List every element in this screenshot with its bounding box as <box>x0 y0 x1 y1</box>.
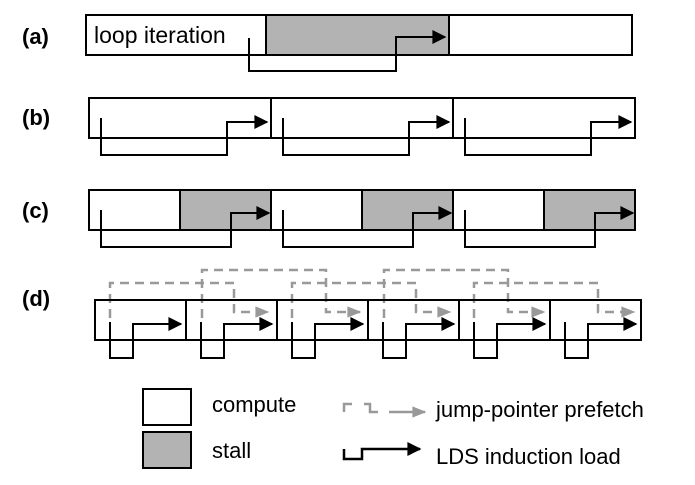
row-c-label: (c) <box>22 198 49 223</box>
row-c: (c) <box>22 189 636 248</box>
jump-pointer-prefetch-arrow-5 <box>472 281 636 318</box>
row-d-compute-block-5 <box>458 299 551 341</box>
jump-pointer-prefetch-arrow-3 <box>290 281 452 318</box>
row-c-stall-block-2 <box>361 189 454 231</box>
row-c-compute-block-1 <box>88 189 181 231</box>
row-c-induction-load-arrow-3 <box>464 206 635 248</box>
row-d-induction-load-arrow-3 <box>291 317 365 359</box>
row-b-compute-block-3 <box>452 97 636 139</box>
legend-jump-pointer-icon <box>342 402 427 418</box>
row-c-induction-load-arrow-2 <box>282 206 453 248</box>
row-b-label: (b) <box>22 105 50 130</box>
row-a-stall-block <box>265 14 450 56</box>
legend-stall-label: stall <box>212 438 251 463</box>
row-c-compute-block-3 <box>452 189 545 231</box>
row-b-compute-block-1 <box>88 97 272 139</box>
row-c-stall-block-3 <box>543 189 636 231</box>
legend: compute stall jump-pointer prefetch LDS … <box>142 388 644 469</box>
legend-lds-label: LDS induction load <box>436 444 621 469</box>
row-c-induction-load-arrow-1 <box>100 206 271 248</box>
row-d-label: (d) <box>22 286 50 311</box>
row-c-stall-block-1 <box>179 189 272 231</box>
row-b-induction-load-arrow-1 <box>100 115 269 156</box>
row-d-induction-load-arrow-1 <box>109 317 183 359</box>
row-d-induction-load-arrow-6 <box>564 317 638 359</box>
row-d-compute-block-2 <box>185 299 278 341</box>
row-d-jump-pointer-prefetches <box>108 268 636 318</box>
row-d-induction-load-arrow-2 <box>200 317 274 359</box>
row-d-induction-loads <box>109 317 638 359</box>
row-d-induction-load-arrow-4 <box>382 317 456 359</box>
row-d-compute-block-3 <box>276 299 369 341</box>
row-c-compute-block-2 <box>270 189 363 231</box>
row-b: (b) <box>22 97 636 156</box>
row-d-induction-load-arrow-5 <box>473 317 547 359</box>
jump-pointer-prefetch-arrow-1 <box>108 281 270 318</box>
row-a-label: (a) <box>22 24 49 49</box>
legend-jump-pointer-label: jump-pointer prefetch <box>435 397 644 422</box>
legend-lds-icon <box>342 442 422 461</box>
legend-compute-label: compute <box>212 392 296 417</box>
jump-pointer-prefetch-arrow-2 <box>200 268 362 318</box>
row-d-compute-block-4 <box>367 299 460 341</box>
row-a-compute-block-1 <box>85 14 267 56</box>
jump-pointer-prefetch-arrow-4 <box>382 268 546 318</box>
row-b-compute-block-2 <box>270 97 454 139</box>
row-d: (d) <box>22 268 642 359</box>
row-a-induction-load-arrow <box>248 30 447 72</box>
legend-compute-swatch <box>142 388 192 426</box>
legend-stall-swatch <box>142 431 192 469</box>
row-d-compute-block-1 <box>94 299 187 341</box>
row-a: (a) loop iteration <box>22 14 633 72</box>
row-b-induction-load-arrow-2 <box>282 115 451 156</box>
loop-iteration-label: loop iteration <box>94 22 226 48</box>
row-a-compute-block-2 <box>448 14 633 56</box>
row-d-compute-block-6 <box>549 299 642 341</box>
row-b-induction-load-arrow-3 <box>464 115 633 156</box>
